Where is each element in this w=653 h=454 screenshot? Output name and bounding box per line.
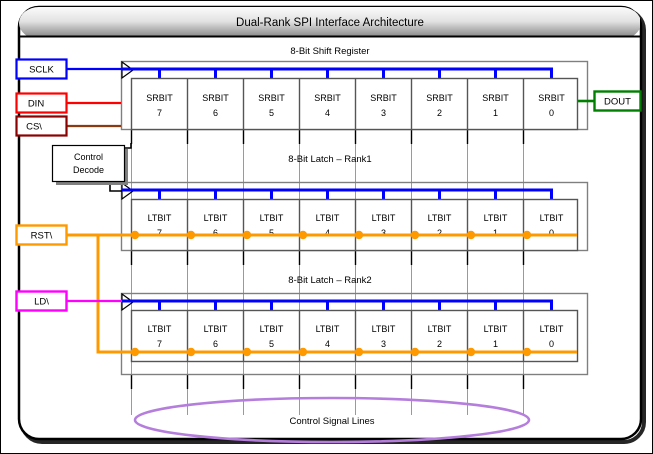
cell-index: 5 xyxy=(269,108,274,118)
cell-prefix: SRBIT xyxy=(146,93,173,103)
cell-prefix: SRBIT xyxy=(426,93,453,103)
port-rst-label: RST\ xyxy=(31,231,53,242)
page-title: Dual-Rank SPI Interface Architecture xyxy=(236,17,424,29)
port-din[interactable]: DIN xyxy=(15,92,68,114)
cell-prefix: LTBIT xyxy=(484,213,508,223)
port-ld[interactable]: LD\ xyxy=(15,290,68,312)
cell-prefix: LTBIT xyxy=(148,213,172,223)
cell-prefix: SRBIT xyxy=(202,93,229,103)
inter-block-connector-lines xyxy=(131,130,524,415)
latch-rank1-cell-labels: LTBIT 7 LTBIT 6 LTBIT 5 LTBIT 4 LTBIT 3 … xyxy=(148,213,564,238)
cell-index: 7 xyxy=(157,339,162,349)
cell-index: 5 xyxy=(269,339,274,349)
port-sclk[interactable]: SCLK xyxy=(15,58,68,80)
cell-prefix: LTBIT xyxy=(428,324,452,334)
cell-index: 7 xyxy=(157,228,162,238)
cell-prefix: LTBIT xyxy=(316,324,340,334)
cell-prefix: SRBIT xyxy=(538,93,565,103)
port-cs[interactable]: CS\ xyxy=(15,115,68,137)
control-decode-box[interactable] xyxy=(51,144,126,183)
rst-junction-dots xyxy=(130,230,532,357)
cell-prefix: SRBIT xyxy=(314,93,341,103)
cell-index: 3 xyxy=(381,339,386,349)
cell-prefix: LTBIT xyxy=(428,213,452,223)
cell-index: 1 xyxy=(493,108,498,118)
port-dout-label: DOUT xyxy=(604,97,631,108)
cell-index: 2 xyxy=(437,108,442,118)
control-decode-line1: Control xyxy=(74,152,103,162)
cell-index: 0 xyxy=(549,339,554,349)
cell-prefix: LTBIT xyxy=(316,213,340,223)
control-decode-output-link xyxy=(109,184,122,192)
port-rst[interactable]: RST\ xyxy=(15,224,68,246)
cell-index: 4 xyxy=(325,108,330,118)
cell-prefix: LTBIT xyxy=(484,324,508,334)
cell-index: 6 xyxy=(213,108,218,118)
cell-prefix: LTBIT xyxy=(540,213,564,223)
latch-rank2-cell-labels: LTBIT 7 LTBIT 6 LTBIT 5 LTBIT 4 LTBIT 3 … xyxy=(148,324,564,349)
shift-register-caption: 8-Bit Shift Register xyxy=(290,46,369,57)
control-signal-lines-label: Control Signal Lines xyxy=(289,416,374,427)
cell-index: 6 xyxy=(213,228,218,238)
cell-prefix: SRBIT xyxy=(258,93,285,103)
cell-prefix: SRBIT xyxy=(482,93,509,103)
cell-prefix: LTBIT xyxy=(260,324,284,334)
port-sclk-label: SCLK xyxy=(29,65,54,76)
cell-index: 4 xyxy=(325,339,330,349)
port-cs-label: CS\ xyxy=(26,122,42,133)
latch-rank1-cells xyxy=(130,198,579,252)
port-ld-label: LD\ xyxy=(34,297,49,308)
cell-index: 0 xyxy=(549,228,554,238)
cell-index: 4 xyxy=(325,228,330,238)
cell-prefix: LTBIT xyxy=(260,213,284,223)
latch-rank2-clock-bus xyxy=(122,299,553,311)
latch-rank2-cells xyxy=(130,309,579,363)
port-dout[interactable]: DOUT xyxy=(593,90,642,112)
cell-index: 3 xyxy=(381,228,386,238)
cell-index: 1 xyxy=(493,339,498,349)
cell-prefix: SRBIT xyxy=(370,93,397,103)
control-signal-lines-ellipse xyxy=(133,396,531,444)
cell-index: 2 xyxy=(437,228,442,238)
title-bar xyxy=(19,7,640,36)
cell-index: 7 xyxy=(157,108,162,118)
latch-rank1-clock-bus xyxy=(122,188,553,200)
cell-index: 1 xyxy=(493,228,498,238)
port-din-label: DIN xyxy=(28,99,45,110)
cell-index: 2 xyxy=(437,339,442,349)
latch-rank2-caption: 8-Bit Latch – Rank2 xyxy=(288,275,371,286)
cell-prefix: LTBIT xyxy=(372,213,396,223)
cell-index: 3 xyxy=(381,108,386,118)
shift-register-clock-bus xyxy=(122,67,553,79)
latch-rank1-caption: 8-Bit Latch – Rank1 xyxy=(288,154,371,165)
shift-register-cell-labels: SRBIT 7 SRBIT 6 SRBIT 5 SRBIT 4 SRBIT 3 … xyxy=(146,93,565,118)
cell-prefix: LTBIT xyxy=(540,324,564,334)
cell-index: 0 xyxy=(549,108,554,118)
cell-index: 5 xyxy=(269,228,274,238)
cell-prefix: LTBIT xyxy=(204,213,228,223)
control-decode-line2: Decode xyxy=(73,165,104,175)
cell-prefix: LTBIT xyxy=(204,324,228,334)
cell-index: 6 xyxy=(213,339,218,349)
latch-rank2-outline xyxy=(120,292,589,376)
cell-prefix: LTBIT xyxy=(372,324,396,334)
cell-prefix: LTBIT xyxy=(148,324,172,334)
shift-register-cells xyxy=(130,77,579,131)
block-bottom-stubs xyxy=(130,130,525,389)
